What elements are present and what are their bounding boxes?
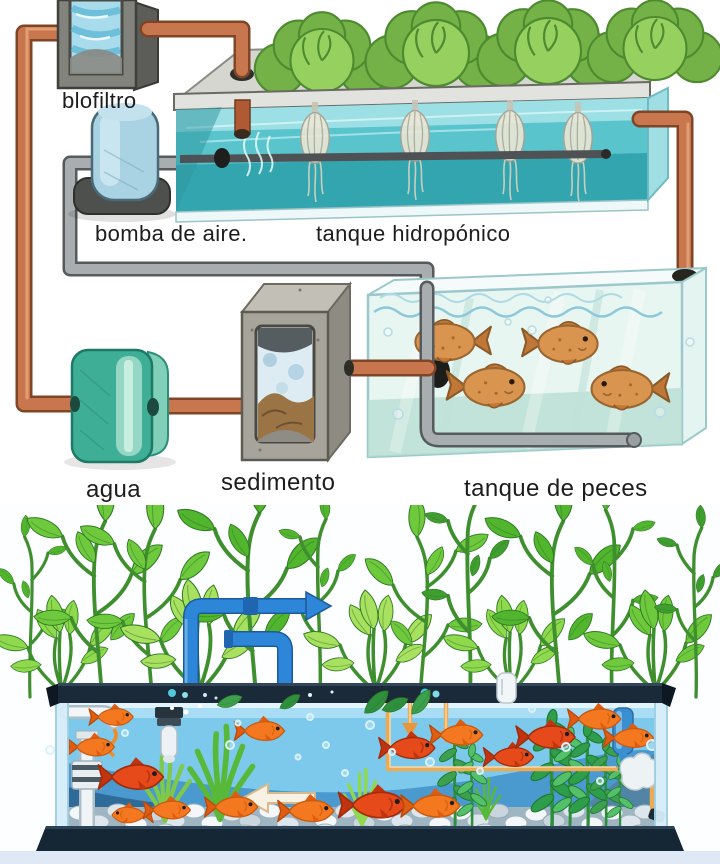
hydroponic-tank bbox=[139, 0, 720, 223]
label-hydroponic-tank: tanque hidropónico bbox=[316, 221, 511, 246]
bubbles-sketch bbox=[383, 296, 695, 420]
sketch-diagram-panel: blofiltro bomba de aire. tanque hidropón… bbox=[15, 0, 720, 503]
tank-base bbox=[36, 826, 684, 851]
label-sediment-filter: sedimento bbox=[221, 469, 336, 496]
flow-arrow-left bbox=[240, 782, 316, 814]
label-fish-tank: tanque de peces bbox=[464, 475, 648, 502]
label-air-pump: bomba de aire. bbox=[95, 221, 248, 246]
air-bubbles-sketch bbox=[243, 131, 274, 177]
air-tube-in-tank bbox=[179, 150, 607, 163]
fish-tank bbox=[366, 266, 707, 459]
air-pump bbox=[68, 103, 176, 222]
water-pump bbox=[64, 348, 176, 470]
sediment-filter-box bbox=[239, 281, 354, 463]
floor-strip bbox=[0, 851, 720, 864]
label-biofilter: blofiltro bbox=[62, 88, 137, 113]
copper-pipe-biofilter-to-tank bbox=[139, 20, 251, 79]
lettuce-plant bbox=[586, 0, 720, 84]
filter-intake bbox=[155, 707, 183, 718]
glass-wall-right bbox=[654, 701, 668, 839]
feeder-dispenser bbox=[496, 672, 517, 704]
copper-pipe-to-fish-tank bbox=[631, 110, 694, 283]
blue-water-pipes bbox=[183, 590, 333, 695]
glass-wall-left bbox=[55, 701, 69, 841]
aerator-pipe bbox=[419, 280, 642, 448]
water-trickle bbox=[107, 728, 118, 758]
cartoon-aquarium-panel bbox=[0, 505, 720, 864]
flow-arrow-right bbox=[305, 590, 333, 622]
label-water-pump: agua bbox=[86, 476, 141, 503]
cartoon-aquarium-art bbox=[0, 505, 720, 864]
flow-arrow-down bbox=[402, 723, 418, 737]
biofilter-box bbox=[56, 0, 159, 92]
sketch-diagram-art bbox=[15, 0, 720, 470]
